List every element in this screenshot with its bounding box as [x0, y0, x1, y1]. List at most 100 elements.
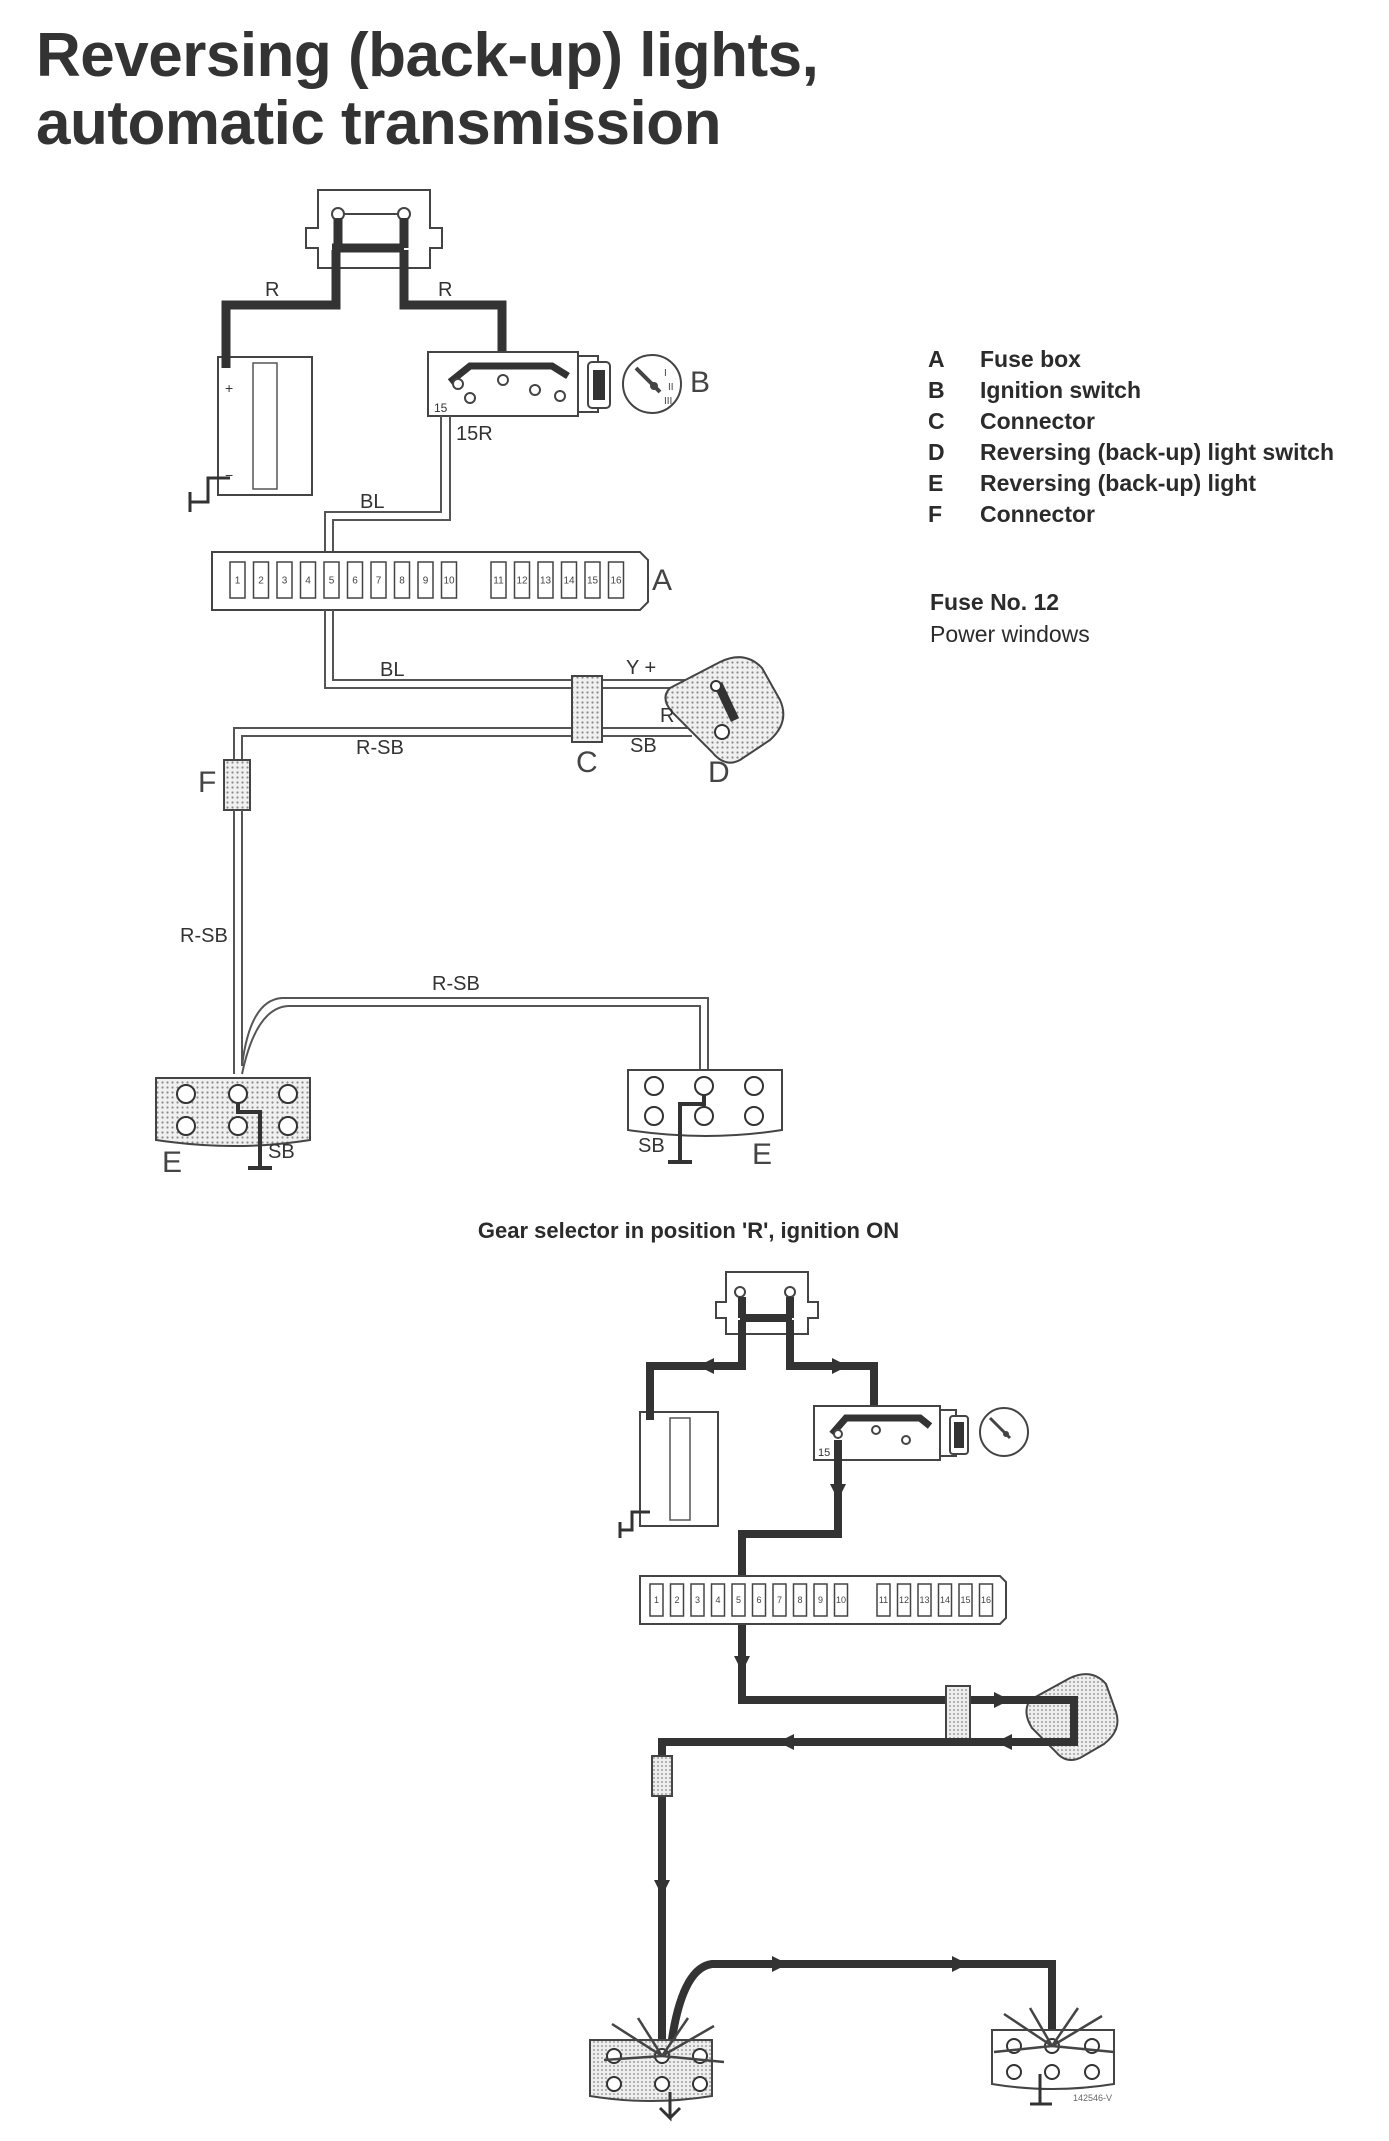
fuse-circuit: Power windows	[930, 621, 1090, 647]
legend-text: Reversing (back-up) light switch	[980, 439, 1334, 465]
label-e-left: E	[162, 1146, 182, 1179]
ignition-switch: 15 I II III	[427, 351, 682, 417]
ign-15-label: 15	[434, 401, 448, 415]
label-c: C	[576, 746, 598, 779]
legend-text: Reversing (back-up) light	[980, 470, 1257, 496]
reversing-switch-2	[1025, 1673, 1119, 1761]
diagram2-fuse-12	[896, 1583, 912, 1617]
diagram1-fuse-5	[323, 561, 340, 599]
battery: + −	[188, 356, 313, 512]
diagram1-fuse-number: 12	[516, 575, 528, 586]
connector-f-2	[651, 1755, 673, 1797]
diagram1-fuse-9	[417, 561, 434, 599]
legend-text: Ignition switch	[980, 377, 1141, 403]
legend-key: A	[928, 346, 945, 372]
diagram2-fuse-number: 13	[919, 1595, 929, 1605]
svg-text:II: II	[668, 382, 674, 393]
ignition-switch-2: 15	[813, 1405, 1029, 1461]
wire-bl-top	[324, 416, 451, 552]
legend-item-d: D Reversing (back-up) light switch	[928, 437, 1334, 468]
legend-key: D	[928, 439, 945, 465]
label-e-right: E	[752, 1138, 772, 1171]
legend-key: E	[928, 470, 944, 496]
diagram2-fuse-number: 4	[715, 1595, 720, 1605]
wire-label-sb-switch: SB	[630, 735, 657, 757]
wire-label-sb-right: SB	[638, 1135, 665, 1157]
wire-label-r-switch: R	[660, 705, 674, 727]
diagram1-fuse-number: 8	[399, 575, 405, 586]
fuse-number: Fuse No. 12	[930, 589, 1060, 615]
diagram1-fuse-6	[346, 561, 364, 599]
connector-c-2	[945, 1685, 971, 1743]
svg-text:I: I	[664, 368, 667, 379]
wire-label-r-sb-top: R-SB	[356, 737, 404, 759]
diagram1-fuse-3	[276, 561, 293, 599]
diagram1-fuse-8	[393, 561, 411, 599]
drawing-number: 142546-V	[1073, 2093, 1113, 2103]
diagram2-fuse-number: 16	[981, 1595, 991, 1605]
reversing-light-right	[627, 1069, 783, 1164]
diagram1-fuse-4	[299, 561, 317, 599]
wire-label-sb-left: SB	[268, 1141, 295, 1163]
diagram2-fuse-8	[792, 1583, 808, 1617]
diagram1-fuse-7	[370, 561, 387, 599]
connector-c	[571, 675, 603, 743]
diagram1-fuse-number: 13	[540, 575, 552, 586]
diagram2-fuse-number: 1	[654, 1595, 659, 1605]
diagram1-fuse-12	[513, 561, 531, 599]
diagram1-fuse-number: 6	[352, 575, 358, 586]
diagram1-fuse-10	[440, 561, 458, 599]
diagram1-fuse-11	[490, 561, 507, 599]
diagram2-caption: Gear selector in position 'R', ignition …	[477, 1218, 900, 1243]
diagram2-fuse-2	[669, 1583, 685, 1617]
page-title: Reversing (back-up) lights, automatic tr…	[36, 21, 819, 158]
battery-minus-label: −	[225, 467, 233, 483]
diagram1-fuse-16	[607, 561, 625, 599]
diagram1-fuse-number: 11	[493, 575, 504, 586]
diagram2-fuse-number: 3	[695, 1595, 700, 1605]
fuse-note-block: Fuse No. 12 Power windows	[930, 586, 1090, 650]
legend-text: Connector	[980, 408, 1095, 434]
wire-label-bl-mid: BL	[380, 659, 404, 681]
diagram2-fuse-7	[772, 1583, 787, 1617]
diagram2-fuse-number: 15	[960, 1595, 970, 1605]
diagram1-fuse-number: 14	[563, 575, 575, 586]
diagram2-fuse-number: 12	[899, 1595, 909, 1605]
diagram1-fuse-number: 15	[587, 575, 599, 586]
connector-f	[223, 759, 251, 811]
label-a: A	[652, 564, 672, 597]
diagram1-fuse-14	[560, 561, 578, 599]
label-b: B	[690, 366, 710, 399]
diagram1: + − R R 15 I II III B 15	[155, 189, 785, 1179]
page-title-line1: Reversing (back-up) lights,	[36, 21, 819, 90]
diagram1-fuse-number: 10	[443, 575, 455, 586]
legend-key: C	[928, 408, 945, 434]
diagram2-fuse-9	[813, 1583, 828, 1617]
diagram2-fuse-13	[917, 1583, 932, 1617]
diagram1-fuse-number: 7	[376, 575, 382, 586]
current-flow-arrows	[654, 1358, 1012, 1972]
wire-r-sb-lights	[233, 810, 709, 1075]
wire-r	[221, 250, 507, 368]
diagram2-fuse-15	[958, 1583, 973, 1617]
top-relay-2	[715, 1271, 819, 1335]
diagram1-fuse-13	[537, 561, 554, 599]
wire-label-bl-top: BL	[360, 491, 384, 513]
wire-label-r-left: R	[265, 279, 279, 301]
diagram2-fuse-1	[649, 1583, 664, 1617]
wire-label-r-right: R	[438, 279, 452, 301]
diagram2-fuse-number: 10	[836, 1595, 846, 1605]
diagram1-fuse-number: 1	[235, 575, 241, 586]
wire-label-y-plus: Y +	[626, 657, 656, 679]
live-wire-r-sb	[658, 1738, 990, 2054]
legend-text: Connector	[980, 501, 1095, 527]
ign-15-label-2: 15	[818, 1447, 830, 1459]
label-f: F	[198, 766, 216, 799]
diagram2-fuse-number: 9	[818, 1595, 823, 1605]
